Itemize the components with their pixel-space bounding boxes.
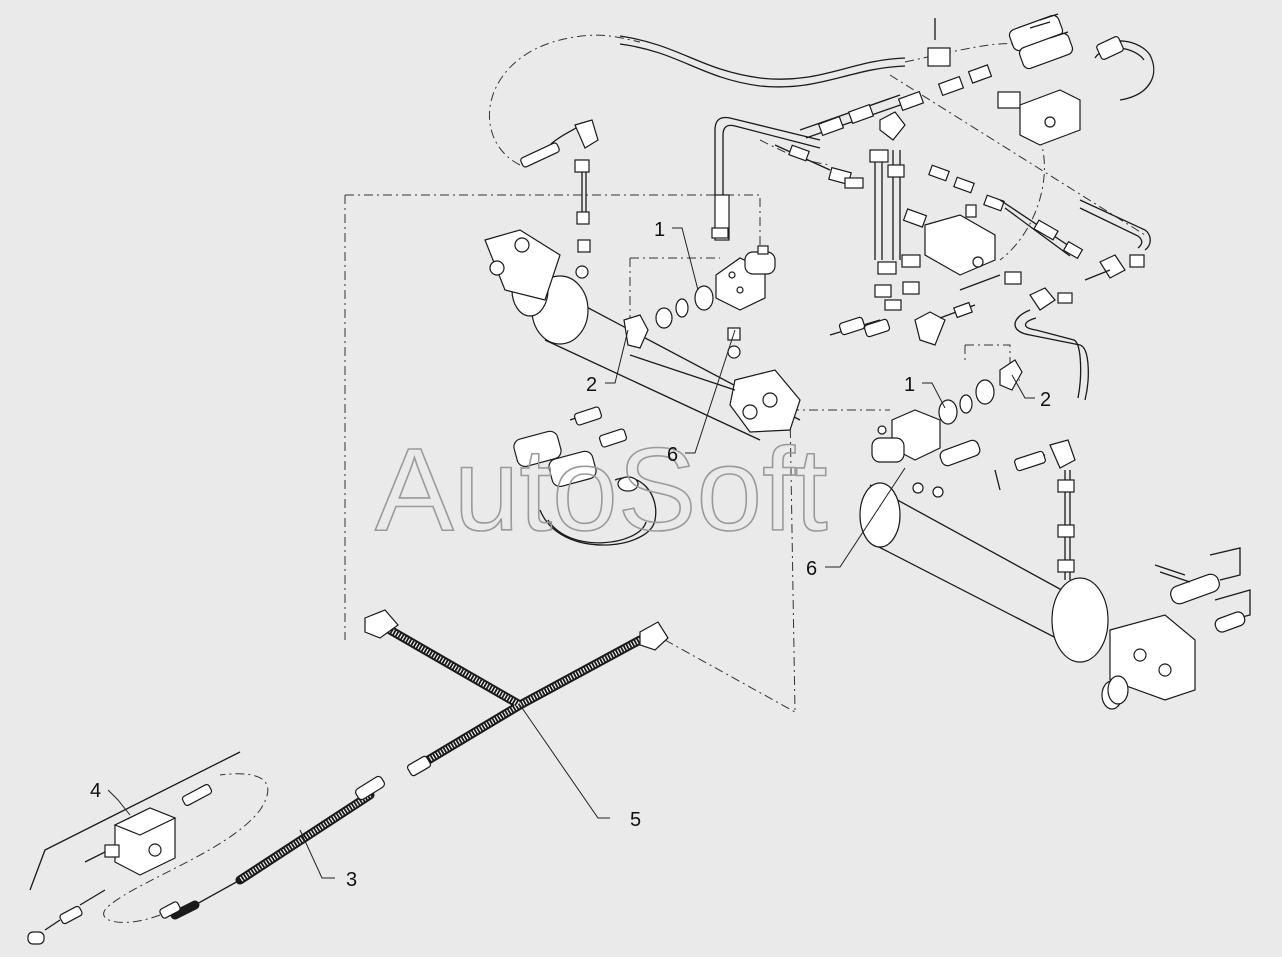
assembly-boundary-left: [344, 194, 1020, 713]
hose-routing-top: [488, 34, 1151, 261]
callout-1-left: 1: [654, 219, 665, 241]
wiring-harness: [364, 609, 669, 777]
hose-fittings-mid: [513, 119, 1076, 580]
callout-2-right: 2: [1040, 389, 1051, 411]
callout-2-left: 2: [586, 374, 597, 396]
leader-lines: [107, 227, 1035, 879]
control-box: [27, 751, 241, 945]
valve-assembly-right: [871, 359, 1023, 463]
valve-assembly-left: [623, 194, 776, 359]
cable-assembly: [103, 773, 385, 923]
callout-6-left: 6: [667, 444, 678, 466]
hydraulic-cylinder-left: [484, 229, 801, 441]
callout-6-right: 6: [806, 558, 817, 580]
callout-1-right: 1: [904, 374, 915, 396]
hydraulic-cylinder-right: [859, 439, 1251, 710]
callout-4: 4: [90, 780, 101, 802]
callout-3: 3: [346, 869, 357, 891]
watermark-text: AutoSoft: [375, 424, 828, 556]
callout-5: 5: [630, 809, 641, 831]
fitting-cluster-top: [774, 13, 1155, 401]
